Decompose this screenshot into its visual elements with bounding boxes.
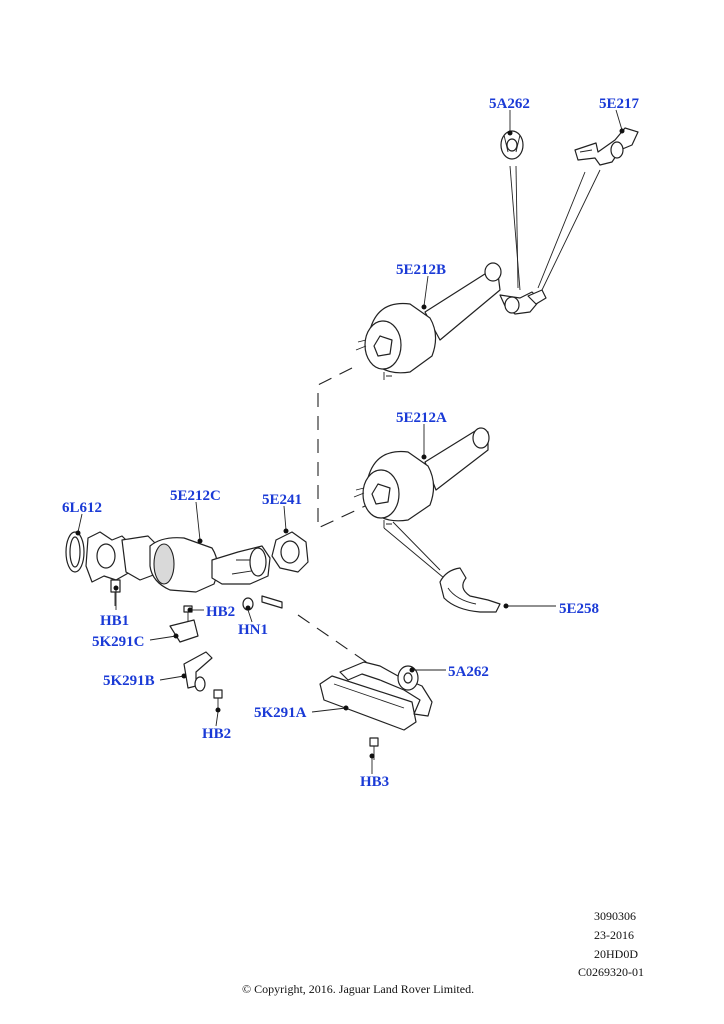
part-6L612-gasket — [65, 531, 85, 573]
label-5E212A: 5E212A — [396, 410, 447, 426]
copyright-notice: © Copyright, 2016. Jaguar Land Rover Lim… — [242, 982, 474, 996]
part-5E212A-catalytic-converter — [353, 427, 490, 528]
label-5E212C: 5E212C — [170, 488, 221, 504]
part-5A262-top-isolator — [500, 130, 524, 160]
label-5K291A: 5K291A — [254, 705, 307, 721]
label-5A262-bottom: 5A262 — [448, 664, 489, 680]
reference-lines-top — [509, 165, 601, 291]
label-HN1: HN1 — [238, 622, 268, 638]
part-5E212B-catalytic-converter — [355, 262, 547, 380]
part-5E212C-manifold-converter — [85, 531, 271, 593]
label-5K291B: 5K291B — [103, 673, 155, 689]
label-HB3: HB3 — [360, 774, 389, 790]
label-5E217: 5E217 — [599, 96, 640, 112]
label-5E258: 5E258 — [559, 601, 599, 617]
part-5K291A-support-bracket — [319, 661, 433, 731]
assembly-dashed-lines — [297, 367, 379, 667]
part-5E217-bracket — [574, 127, 639, 166]
label-HB1: HB1 — [100, 613, 129, 629]
label-HB2-lower: HB2 — [202, 726, 231, 742]
ref-line-2: 23-2016 — [594, 928, 634, 942]
ref-line-4: C0269320-01 — [578, 965, 644, 979]
label-5A262-top: 5A262 — [489, 96, 530, 112]
part-5E241-flange-gasket — [271, 531, 309, 573]
label-5K291C: 5K291C — [92, 634, 145, 650]
part-5E258-heat-shield — [383, 521, 501, 613]
label-HB2-upper: HB2 — [206, 604, 235, 620]
callout-leaders — [77, 109, 623, 774]
ref-line-1: 3090306 — [594, 909, 636, 923]
label-6L612: 6L612 — [62, 500, 102, 516]
ref-line-3: 20HD0D — [594, 947, 638, 961]
reference-info: 3090306 23-2016 20HD0D C0269320-01 — [578, 909, 644, 979]
label-5E241: 5E241 — [262, 492, 302, 508]
callout-labels: 5A262 5E217 5E212B 5E212A 6L612 5E212C 5… — [62, 96, 640, 790]
callout-dots — [75, 128, 625, 759]
label-5E212B: 5E212B — [396, 262, 446, 278]
fasteners — [110, 579, 379, 760]
